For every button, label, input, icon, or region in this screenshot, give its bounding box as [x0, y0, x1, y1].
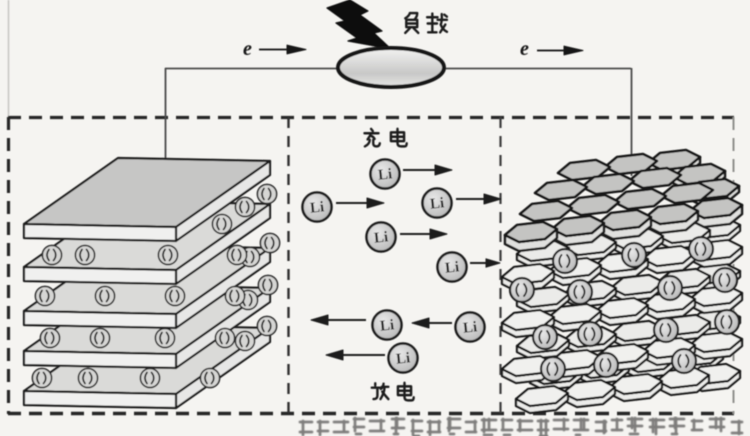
svg-text:e: e [520, 38, 529, 60]
svg-text:Li: Li [462, 319, 478, 336]
svg-text:Li: Li [379, 317, 395, 334]
svg-text:e: e [243, 38, 252, 60]
svg-text:Li: Li [377, 166, 393, 183]
svg-text:Li: Li [373, 229, 389, 246]
svg-text:Li: Li [429, 195, 445, 212]
svg-text:Li: Li [309, 199, 325, 216]
svg-text:Li: Li [444, 259, 460, 276]
svg-text:Li: Li [395, 350, 411, 367]
